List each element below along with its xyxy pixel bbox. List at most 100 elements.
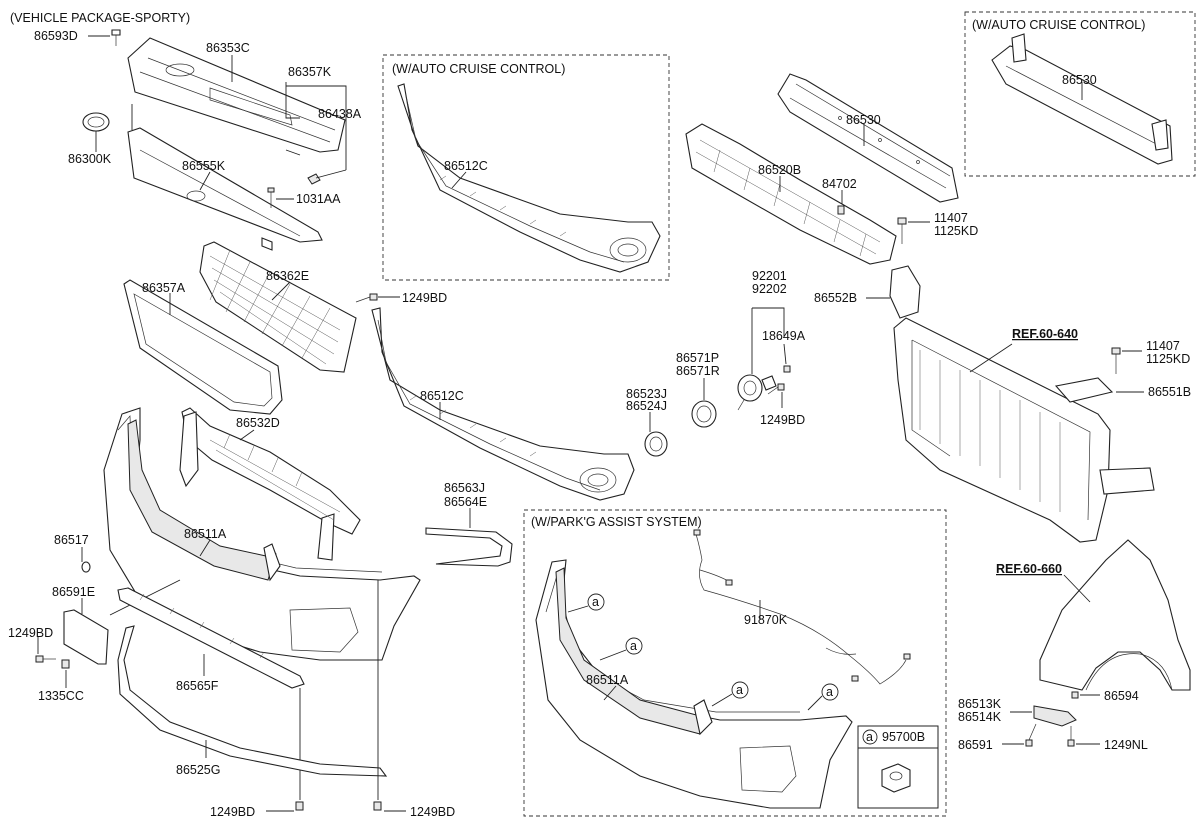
label-1249BD-e: 1249BD <box>760 413 805 427</box>
clip-86517 <box>81 561 91 573</box>
label-86530-mid: 86530 <box>846 113 881 127</box>
section-vehicle-package: (VEHICLE PACKAGE-SPORTY) <box>10 11 190 25</box>
molding-86563J <box>425 527 513 567</box>
callout-a-1: a <box>567 593 605 613</box>
clip-86438A <box>307 173 321 185</box>
label-86300K: 86300K <box>68 152 112 166</box>
label-11407-b: 11407 <box>1146 339 1180 353</box>
label-1031AA: 1031AA <box>296 192 341 206</box>
box-auto-cruise-mid <box>382 54 670 281</box>
label-86511A-park: 86511A <box>586 673 629 687</box>
label-plate-84702 <box>837 205 845 215</box>
label-1249BD-b: 1249BD <box>8 626 53 640</box>
section-cruise-right: (W/AUTO CRUISE CONTROL) <box>972 18 1145 32</box>
front-bumper-cover <box>103 407 421 661</box>
wiring-harness-91870K <box>693 529 911 685</box>
ref-60-640: REF.60-640 <box>1012 327 1078 341</box>
label-86591: 86591 <box>958 738 993 752</box>
label-86512C: 86512C <box>420 389 464 403</box>
label-86525G: 86525G <box>176 763 220 777</box>
label-1249BD-c: 1249BD <box>210 805 255 819</box>
bolt-1249BD-a <box>355 293 378 303</box>
label-86565F: 86565F <box>176 679 219 693</box>
label-86353C: 86353C <box>206 41 250 55</box>
label-92202: 92202 <box>752 282 787 296</box>
label-86520B: 86520B <box>758 163 801 177</box>
label-86552B: 86552B <box>814 291 857 305</box>
parking-sensor-95700B <box>881 763 911 793</box>
bumper-beam-86530 <box>777 73 959 203</box>
callout-a-4: a <box>807 683 839 711</box>
svg-text:a: a <box>866 730 873 744</box>
box-park-assist <box>523 509 947 817</box>
lower-grille-cruise-86512C <box>397 83 661 273</box>
bolt-11407-b <box>1111 347 1121 374</box>
emblem-86300K <box>82 112 110 132</box>
label-18649A: 18649A <box>762 329 806 343</box>
bolt-1249BD-e <box>767 383 785 395</box>
nut-1335CC <box>61 659 70 669</box>
callout-a-2: a <box>599 637 643 661</box>
screw-1031AA <box>267 187 275 208</box>
label-1249NL: 1249NL <box>1104 738 1148 752</box>
label-1249BD-d: 1249BD <box>410 805 455 819</box>
box-auto-cruise-right <box>964 11 1196 177</box>
grille-garnish-86555K <box>127 127 323 251</box>
fender-panel <box>1039 539 1191 691</box>
label-86514K: 86514K <box>958 710 1002 724</box>
svg-text:a: a <box>592 595 599 609</box>
label-91870K: 91870K <box>744 613 788 627</box>
label-86571R: 86571R <box>676 364 720 378</box>
fog-lamp-assy-92201 <box>737 374 777 411</box>
energy-absorber-86511A <box>127 419 281 582</box>
bolt-11407-a <box>897 217 907 244</box>
label-84702: 84702 <box>822 177 857 191</box>
label-86593D: 86593D <box>34 29 78 43</box>
fog-lamp-86571P <box>691 400 717 428</box>
label-86362E: 86362E <box>266 269 309 283</box>
ref-60-660: REF.60-660 <box>996 562 1062 576</box>
license-bracket-86591E <box>63 609 109 665</box>
label-86513K: 86513K <box>958 697 1002 711</box>
label-86438A: 86438A <box>318 107 362 121</box>
fog-cover-86523J <box>644 431 668 457</box>
bolt-1249BD-c <box>295 801 304 811</box>
label-86512C-box: 86512C <box>444 159 488 173</box>
radiator-support-frame <box>893 317 1155 543</box>
clip-86594 <box>1071 691 1079 699</box>
label-86532D: 86532D <box>236 416 280 430</box>
grille-mesh-86362E <box>199 241 357 373</box>
label-86594: 86594 <box>1104 689 1139 703</box>
lower-grille-86512C <box>371 307 635 501</box>
label-86517: 86517 <box>54 533 89 547</box>
bolt-1249BD-d <box>373 801 382 811</box>
label-1125KD-a: 1125KD <box>934 224 978 238</box>
section-park-assist: (W/PARK'G ASSIST SYSTEM) <box>531 515 702 529</box>
callout-a-3: a <box>711 681 749 707</box>
label-1249BD-a: 1249BD <box>402 291 447 305</box>
label-86571P: 86571P <box>676 351 719 365</box>
label-86524J: 86524J <box>626 399 667 413</box>
screw-86591 <box>1025 723 1037 747</box>
bolt-1249BD-b <box>35 655 56 663</box>
label-95700B: 95700B <box>882 730 925 744</box>
label-86530-box: 86530 <box>1062 73 1097 87</box>
energy-absorber-86520B <box>685 123 897 265</box>
label-92201: 92201 <box>752 269 787 283</box>
grille-cover-86353C <box>127 37 346 153</box>
bulb-18649A <box>783 365 791 373</box>
label-86357A: 86357A <box>142 281 186 295</box>
bracket-86513K <box>1033 705 1077 727</box>
section-cruise-mid: (W/AUTO CRUISE CONTROL) <box>392 62 565 76</box>
park-assist-absorber-86511A <box>555 567 713 736</box>
callout-a-legend: a <box>862 729 878 745</box>
label-86511A: 86511A <box>184 527 227 541</box>
screw-1249NL <box>1067 726 1075 747</box>
park-assist-bumper <box>535 559 853 809</box>
label-86357K: 86357K <box>288 65 332 79</box>
label-86551B: 86551B <box>1148 385 1191 399</box>
grille-frame-86357A <box>123 279 283 415</box>
label-86564E: 86564E <box>444 495 487 509</box>
